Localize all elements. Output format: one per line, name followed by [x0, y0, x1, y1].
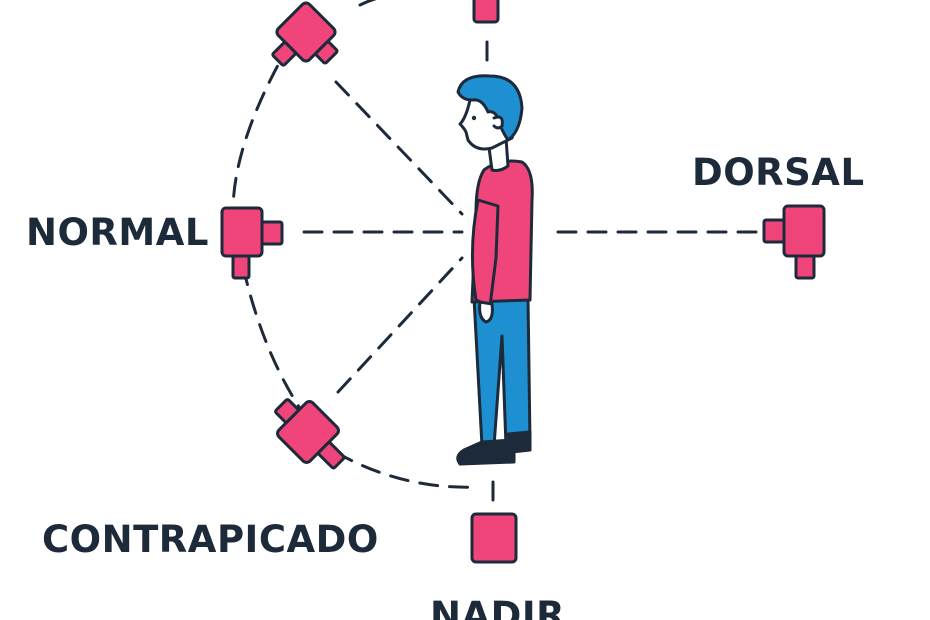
person-arm: [470, 198, 500, 308]
camera-icon: [220, 206, 284, 280]
label-contrapicado: CONTRAPICADO: [42, 518, 379, 561]
sightline-low: [336, 256, 464, 394]
person-hand: [478, 300, 494, 324]
label-dorsal: DORSAL: [692, 151, 865, 194]
person-hair: [456, 74, 524, 142]
camera-arc: [231, 38, 480, 489]
person-shoe: [456, 438, 516, 466]
person-figure: [456, 74, 534, 466]
sightline-high: [334, 80, 464, 216]
person-shoe-back: [506, 430, 532, 454]
camera-icon: [274, 398, 346, 470]
label-nadir: NADIR: [430, 594, 565, 620]
camera-icon: [762, 204, 826, 280]
person-ear: [492, 115, 504, 130]
label-normal: NORMAL: [26, 211, 209, 254]
arc-top-segment: [358, 0, 377, 7]
camera-icon: [472, 0, 500, 24]
camera-icon: [271, 1, 339, 67]
guide-lines: [231, 0, 762, 510]
camera-icon: [470, 512, 518, 564]
person-eye: [471, 115, 477, 121]
